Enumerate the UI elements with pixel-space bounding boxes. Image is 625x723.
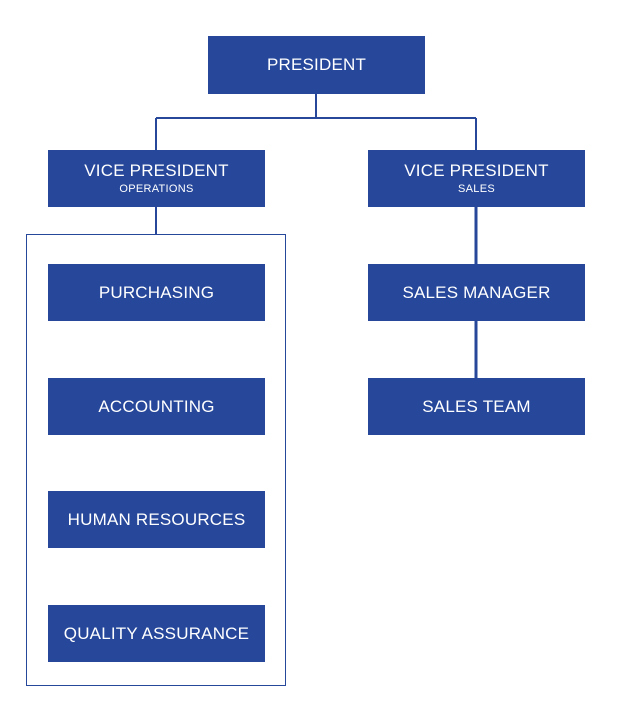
node-vp-operations-title: VICE PRESIDENT xyxy=(84,161,229,180)
node-sales-manager-title: SALES MANAGER xyxy=(402,282,551,302)
node-president-title: PRESIDENT xyxy=(266,55,367,74)
node-vp-operations: VICE PRESIDENT OPERATIONS xyxy=(48,150,265,207)
node-accounting: ACCOUNTING xyxy=(48,378,265,435)
node-vp-sales-subtitle: SALES xyxy=(458,183,495,195)
node-sales-manager: SALES MANAGER xyxy=(368,264,585,321)
node-human-resources: HUMAN RESOURCES xyxy=(48,491,265,548)
node-president: PRESIDENT xyxy=(208,36,425,94)
node-sales-team: SALES TEAM xyxy=(368,378,585,435)
node-purchasing-title: PURCHASING xyxy=(98,282,215,302)
node-vp-sales-title: VICE PRESIDENT xyxy=(404,161,549,180)
node-quality-assurance: QUALITY ASSURANCE xyxy=(48,605,265,662)
node-sales-team-title: SALES TEAM xyxy=(422,396,531,416)
node-human-resources-title: HUMAN RESOURCES xyxy=(67,509,246,529)
node-purchasing: PURCHASING xyxy=(48,264,265,321)
node-quality-assurance-title: QUALITY ASSURANCE xyxy=(63,623,250,643)
node-vp-sales: VICE PRESIDENT SALES xyxy=(368,150,585,207)
node-vp-operations-subtitle: OPERATIONS xyxy=(119,183,194,195)
node-accounting-title: ACCOUNTING xyxy=(98,396,215,416)
operations-group-frame xyxy=(26,234,286,686)
